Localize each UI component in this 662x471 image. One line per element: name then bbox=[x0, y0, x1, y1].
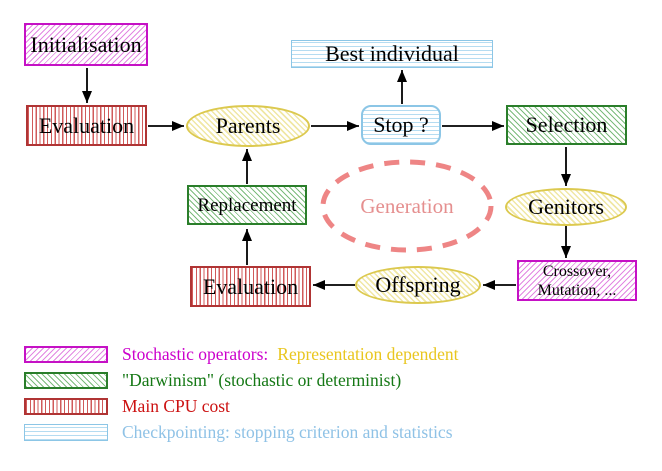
node-stop-label: Stop ? bbox=[373, 112, 429, 137]
legend-item-darwinism: "Darwinism" (stochastic or determinist) bbox=[24, 370, 401, 390]
node-parents-label: Parents bbox=[215, 113, 281, 138]
node-crossover-mutation: Crossover, Mutation, ... bbox=[517, 260, 637, 301]
node-replacement: Replacement bbox=[187, 185, 307, 225]
node-selection-label: Selection bbox=[525, 112, 608, 137]
legend-label-representation-dependent: Representation dependent bbox=[277, 343, 459, 364]
node-offspring-label: Offspring bbox=[375, 272, 461, 297]
node-offspring: Offspring bbox=[355, 266, 481, 304]
legend-label-stochastic-operators: Stochastic operators: bbox=[122, 343, 269, 364]
legend-label-main-cpu-cost: Main CPU cost bbox=[122, 395, 230, 416]
node-stop-test: Stop ? bbox=[361, 105, 441, 145]
legend-item-stochastic-operators: Stochastic operators: Representation dep… bbox=[24, 344, 459, 364]
node-evaluation-top: Evaluation bbox=[26, 105, 147, 146]
legend-swatch-green-diagonal-hatch bbox=[24, 371, 108, 389]
legend-item-main-cpu-cost: Main CPU cost bbox=[24, 396, 230, 416]
node-genitors-label: Genitors bbox=[528, 194, 604, 219]
node-best-individual: Best individual bbox=[291, 40, 493, 68]
node-parents: Parents bbox=[186, 105, 310, 147]
legend-swatch-cyan-horizontal-hatch bbox=[24, 423, 108, 441]
node-initialisation-label: Initialisation bbox=[30, 31, 142, 57]
node-crossover-mutation-label: Crossover, Mutation, ... bbox=[538, 262, 617, 300]
node-evaluation-top-label: Evaluation bbox=[38, 112, 135, 138]
node-replacement-label: Replacement bbox=[197, 194, 297, 216]
node-evaluation-bottom: Evaluation bbox=[190, 266, 311, 307]
node-selection: Selection bbox=[506, 105, 627, 145]
legend-label-checkpointing: Checkpointing: stopping criterion and st… bbox=[122, 421, 453, 442]
crossover-line2: Mutation, ... bbox=[537, 281, 617, 299]
legend-swatch-magenta-diagonal-hatch bbox=[24, 345, 108, 363]
generation-loop-label-box: Generation bbox=[323, 162, 491, 250]
legend-swatch-red-vertical-hatch bbox=[24, 397, 108, 415]
crossover-line1: Crossover, bbox=[542, 262, 612, 280]
generation-label: Generation bbox=[360, 193, 454, 218]
legend-label-darwinism: "Darwinism" (stochastic or determinist) bbox=[122, 369, 402, 390]
node-initialisation: Initialisation bbox=[24, 23, 148, 66]
legend-item-checkpointing: Checkpointing: stopping criterion and st… bbox=[24, 422, 453, 442]
generation-loop-dashed-ellipse bbox=[320, 159, 494, 253]
node-best-individual-label: Best individual bbox=[325, 41, 459, 66]
node-genitors: Genitors bbox=[505, 188, 627, 226]
node-evaluation-bottom-label: Evaluation bbox=[202, 273, 299, 299]
